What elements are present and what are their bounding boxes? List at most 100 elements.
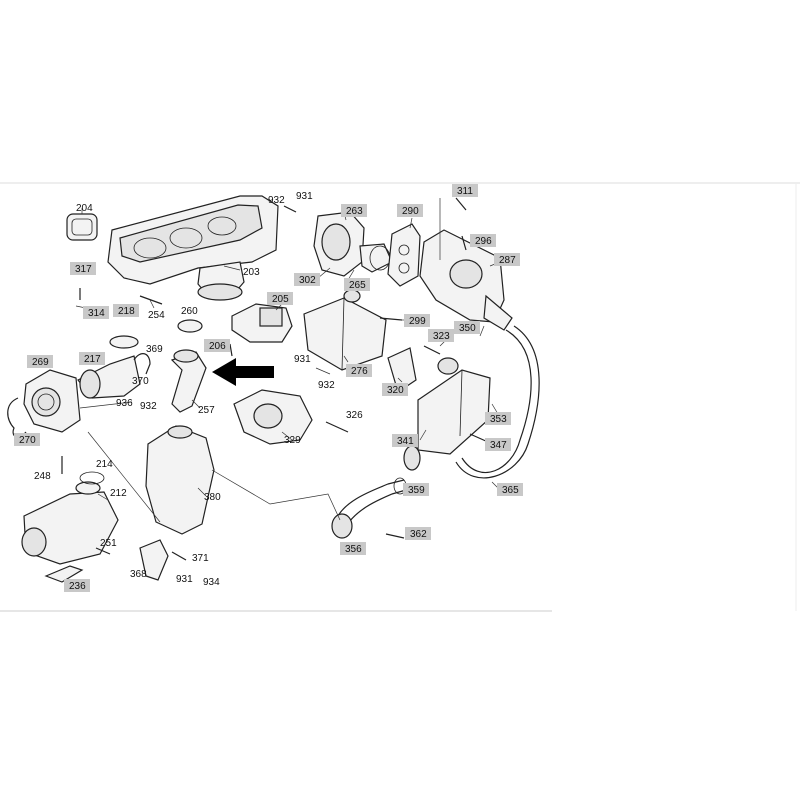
svg-text:287: 287	[499, 255, 516, 266]
housing-380-drawing	[145, 425, 215, 535]
svg-text:362: 362	[410, 529, 427, 540]
svg-text:299: 299	[409, 316, 426, 327]
throttle-269-drawing	[23, 369, 81, 433]
part-label: 214	[96, 459, 113, 470]
label-269: 269	[27, 355, 53, 368]
svg-text:276: 276	[351, 366, 368, 377]
svg-text:341: 341	[397, 436, 414, 447]
part-label: 931	[296, 191, 313, 202]
label-206: 206	[204, 339, 230, 352]
cooler-341-drawing	[403, 357, 491, 471]
hose-365-drawing	[461, 329, 532, 474]
part-label: 934	[203, 577, 220, 588]
svg-text:218: 218	[118, 306, 135, 317]
label-270: 270	[14, 433, 40, 446]
label-265: 265	[344, 278, 370, 291]
svg-text:269: 269	[32, 357, 49, 368]
label-323: 323	[428, 329, 454, 342]
part-label: 254	[148, 310, 165, 321]
label-359: 359	[403, 483, 429, 496]
part-label: 251	[100, 538, 117, 549]
leader-lines	[75, 208, 501, 523]
part-labels: 204 932 931 203 254 260 369 931 370 932 …	[14, 184, 523, 592]
cooler-276-drawing	[303, 289, 387, 371]
part-label: 326	[346, 410, 363, 421]
pipe-356-drawing	[331, 479, 407, 539]
part-label: 932	[318, 380, 335, 391]
part-label: 248	[34, 471, 51, 482]
label-218: 218	[113, 304, 139, 317]
label-311: 311	[452, 184, 478, 197]
label-217: 217	[79, 352, 105, 365]
part-label: 932	[268, 195, 285, 206]
part-label: 369	[146, 344, 163, 355]
label-365: 365	[497, 483, 523, 496]
label-353: 353	[485, 412, 511, 425]
bolts-drawing	[61, 197, 489, 561]
pipe-257-drawing	[170, 349, 207, 413]
label-263: 263	[341, 204, 367, 217]
part-label: 329	[284, 435, 301, 446]
label-350: 350	[454, 321, 480, 334]
svg-text:314: 314	[88, 308, 105, 319]
part-label: 203	[243, 267, 260, 278]
label-302: 302	[294, 273, 320, 286]
part-label: 380	[204, 492, 221, 503]
svg-text:365: 365	[502, 485, 519, 496]
svg-text:265: 265	[349, 280, 366, 291]
svg-text:350: 350	[459, 323, 476, 334]
label-296: 296	[470, 234, 496, 247]
gasket-204-drawing	[66, 213, 98, 241]
svg-text:317: 317	[75, 264, 92, 275]
svg-text:263: 263	[346, 206, 363, 217]
highlight-arrow	[212, 358, 274, 386]
part-label: 932	[140, 401, 157, 412]
part-label: 371	[192, 553, 209, 564]
part-label: 260	[181, 306, 198, 317]
svg-text:302: 302	[299, 275, 316, 286]
label-236: 236	[64, 579, 90, 592]
sensor-368-drawing	[139, 539, 169, 581]
label-290: 290	[397, 204, 423, 217]
svg-text:270: 270	[19, 435, 36, 446]
svg-text:206: 206	[209, 341, 226, 352]
part-label: 368	[130, 569, 147, 580]
intake-manifold-203-drawing	[107, 195, 279, 301]
svg-text:296: 296	[475, 236, 492, 247]
svg-text:290: 290	[402, 206, 419, 217]
label-314: 314	[83, 306, 109, 319]
svg-text:217: 217	[84, 354, 101, 365]
svg-text:311: 311	[457, 186, 473, 197]
valve-263-drawing	[313, 211, 393, 277]
label-341: 341	[392, 434, 418, 447]
label-317: 317	[70, 262, 96, 275]
part-label: 370	[132, 376, 149, 387]
wire-270-drawing	[7, 397, 27, 438]
hose-365-inner	[455, 325, 540, 479]
svg-text:356: 356	[345, 544, 362, 555]
housing-329-drawing	[233, 389, 313, 445]
svg-text:320: 320	[387, 385, 404, 396]
svg-text:347: 347	[490, 440, 507, 451]
svg-text:323: 323	[433, 331, 450, 342]
label-362: 362	[405, 527, 431, 540]
clamp-260-drawing	[177, 319, 203, 333]
label-356: 356	[340, 542, 366, 555]
egr-cooler-212-drawing	[21, 481, 119, 565]
bracket-320-drawing	[387, 347, 417, 393]
gasket-290-drawing	[387, 223, 421, 287]
part-label: 257	[198, 405, 215, 416]
bracket-236-drawing	[44, 565, 84, 583]
part-label: 212	[110, 488, 127, 499]
valve-205-drawing	[231, 303, 293, 343]
part-label: 931	[176, 574, 193, 585]
part-label: 931	[294, 354, 311, 365]
part-label: 204	[76, 203, 93, 214]
label-320: 320	[382, 383, 408, 396]
label-347: 347	[485, 438, 511, 451]
label-287: 287	[494, 253, 520, 266]
gasket-214-drawing	[79, 471, 105, 485]
svg-text:353: 353	[490, 414, 507, 425]
label-276: 276	[346, 364, 372, 377]
